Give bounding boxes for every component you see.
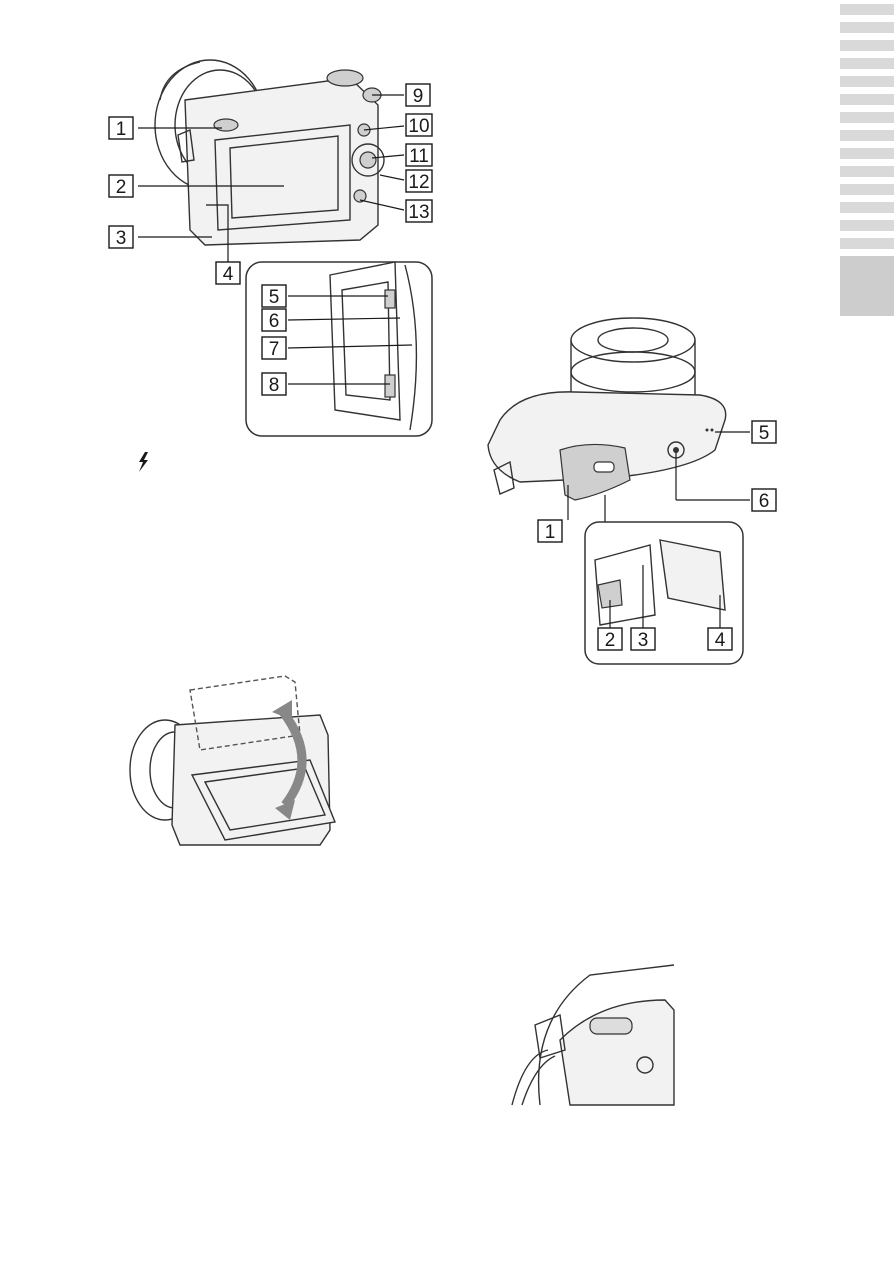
callout-bottom-3: 3 bbox=[638, 630, 649, 651]
sidebar-tab[interactable] bbox=[840, 112, 894, 123]
callout-4: 4 bbox=[223, 264, 234, 285]
sidebar-tab[interactable] bbox=[840, 220, 894, 231]
figure-rear-view: 1 2 3 4 9 10 11 12 13 5 6 7 8 bbox=[109, 60, 432, 436]
lightning-icon bbox=[139, 452, 148, 472]
sidebar-tab[interactable] bbox=[840, 238, 894, 249]
callout-8: 8 bbox=[269, 375, 280, 396]
sidebar-tab[interactable] bbox=[840, 4, 894, 15]
sidebar-tab[interactable] bbox=[840, 94, 894, 105]
figure-strap-attach bbox=[512, 965, 674, 1105]
sidebar-tab[interactable] bbox=[840, 202, 894, 213]
figure-tilt-monitor bbox=[130, 676, 335, 845]
callout-9: 9 bbox=[413, 86, 424, 107]
sidebar-tab[interactable] bbox=[840, 76, 894, 87]
callout-bottom-5: 5 bbox=[759, 423, 770, 444]
sidebar-tab[interactable] bbox=[840, 58, 894, 69]
callout-bottom-6: 6 bbox=[759, 491, 770, 512]
callout-7: 7 bbox=[269, 339, 280, 360]
sidebar-tab[interactable] bbox=[840, 22, 894, 33]
callout-11: 11 bbox=[409, 146, 429, 167]
figure-bottom-view: 1 5 6 2 3 4 bbox=[488, 318, 776, 664]
sidebar-tab[interactable] bbox=[840, 166, 894, 177]
sidebar-tabs bbox=[840, 4, 894, 316]
callout-1: 1 bbox=[116, 119, 127, 140]
sidebar-tab[interactable] bbox=[840, 40, 894, 51]
callout-2: 2 bbox=[116, 177, 127, 198]
callout-6: 6 bbox=[269, 311, 280, 332]
sidebar-tab[interactable] bbox=[840, 130, 894, 141]
callout-3: 3 bbox=[116, 228, 127, 249]
callout-5: 5 bbox=[269, 287, 280, 308]
callout-bottom-1: 1 bbox=[545, 522, 556, 543]
callout-bottom-4: 4 bbox=[715, 630, 726, 651]
callout-10: 10 bbox=[408, 116, 429, 137]
sidebar-tab[interactable] bbox=[840, 184, 894, 195]
sidebar-tab-active[interactable] bbox=[840, 256, 894, 316]
callout-bottom-2: 2 bbox=[605, 630, 616, 651]
sidebar-tab[interactable] bbox=[840, 148, 894, 159]
callout-12: 12 bbox=[408, 172, 429, 193]
callout-13: 13 bbox=[408, 202, 429, 223]
